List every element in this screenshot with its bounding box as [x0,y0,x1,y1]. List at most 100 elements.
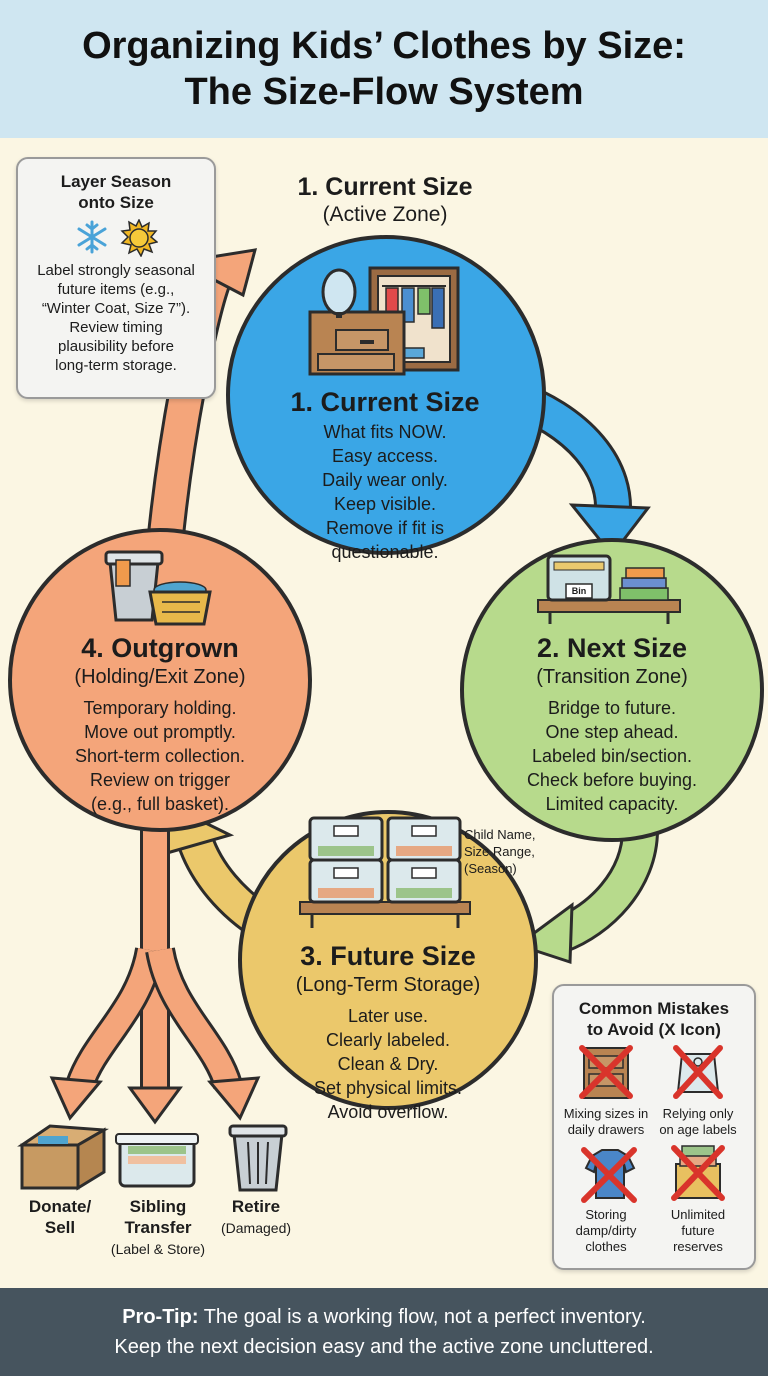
active-zone-heading: 1. Current Size (Active Zone) [260,172,510,228]
labeled-bin-illustration [537,554,681,624]
future-size-subtitle: (Long-Term Storage) [295,974,481,996]
snowflake-icon [77,220,107,254]
season-card-title-line-2: onto Size [78,193,154,212]
mistake-label-line: on age labels [659,1122,737,1137]
storage-bins-illustration [299,816,471,928]
donate-label-line: Sell [44,1218,76,1237]
active-zone-heading-title: 1. Current Size [297,173,473,201]
mistake-label-unlimited-reserves: Unlimited future reserves [648,1207,748,1255]
mistake-label-mixing-sizes: Mixing sizes in daily drawers [556,1106,656,1138]
future-body-line: Clearly labeled. [325,1030,451,1050]
sibling-transfer-label: Sibling Transfer (Label & Store) [100,1196,216,1260]
bin-label: Bin [571,586,587,596]
title-banner: Organizing Kids’ Clothes by Size: The Si… [0,0,768,138]
mistake-label-line: future [681,1223,715,1238]
dresser-wardrobe-illustration [308,266,460,376]
mistake-label-age-labels: Relying only on age labels [648,1106,748,1138]
mistakes-title-line-1: Common Mistakes [578,999,730,1018]
mistake-label-line: Relying only [662,1106,734,1121]
donate-label-line: Donate/ [28,1197,92,1216]
donate-box-icon [17,1124,109,1191]
season-card-title: Layer Season onto Size [18,171,214,213]
pro-tip-text: The goal is a working flow, not a perfec… [198,1306,646,1328]
active-zone-heading-subtitle: (Active Zone) [322,203,448,226]
future-body-line: Avoid overflow. [327,1102,449,1122]
hamper-basket-illustration [104,550,212,626]
mistake-label-line: damp/dirty [575,1223,637,1238]
season-body-line: Label strongly seasonal [37,262,195,279]
current-body-line: Keep visible. [333,494,437,514]
sibling-label-line: Sibling [129,1197,187,1216]
title-line-2: The Size-Flow System [184,71,584,113]
mistake-label-line: Unlimited [670,1207,726,1222]
current-body-line: Easy access. [331,446,439,466]
outgrown-body-line: Temporary holding. [83,698,237,718]
outgrown-body-line: (e.g., full basket). [90,794,230,814]
next-body-line: Labeled bin/section. [531,746,693,766]
next-body-line: Bridge to future. [547,698,677,718]
season-body-line: Review timing [69,319,163,336]
storage-note-line: Child Name, [464,827,536,842]
current-size-text: 1. Current Size What fits NOW. Easy acce… [260,386,510,564]
mistake-label-line: reserves [673,1239,723,1254]
pro-tip-footer: Pro-Tip: The goal is a working flow, not… [0,1288,768,1376]
season-body-line: “Winter Coat, Size 7”). [41,300,191,317]
season-card: Layer Season onto Size Label strongly se… [16,157,216,399]
outgrown-text: 4. Outgrown (Holding/Exit Zone) Temporar… [30,632,290,816]
current-body-line: What fits NOW. [323,422,447,442]
future-body-line: Set physical limits. [313,1078,463,1098]
sibling-bin-icon [115,1133,199,1188]
future-size-text: 3. Future Size (Long-Term Storage) Later… [263,940,513,1124]
shirt-icon [581,1147,637,1203]
next-body-line: Limited capacity. [545,794,679,814]
mistake-label-line: Storing [585,1207,627,1222]
future-size-title: 3. Future Size [300,941,476,971]
season-icons [18,219,214,257]
current-size-circle [226,235,546,555]
mistakes-title: Common Mistakes to Avoid (X Icon) [554,998,754,1040]
outgrown-circle [8,528,312,832]
next-size-circle [460,538,764,842]
trash-can-icon [228,1124,288,1192]
season-body-line: plausibility before [58,338,174,355]
sun-icon [120,219,158,257]
outgrown-subtitle: (Holding/Exit Zone) [74,666,246,688]
mistake-label-line: clothes [585,1239,627,1254]
future-body-line: Clean & Dry. [337,1054,439,1074]
sibling-note: (Label & Store) [110,1241,206,1257]
outgrown-body-line: Review on trigger [89,770,231,790]
mistakes-icons [579,1045,725,1203]
current-size-title: 1. Current Size [290,387,480,417]
storage-note-line: Size Range, [464,844,535,859]
page-title: Organizing Kids’ Clothes by Size: The Si… [82,23,686,115]
season-body-line: long-term storage. [55,357,177,374]
mistake-label-damp-clothes: Storing damp/dirty clothes [556,1207,656,1255]
common-mistakes-card: Common Mistakes to Avoid (X Icon) [552,984,756,1270]
current-body-line: Daily wear only. [322,470,448,490]
current-body-line: Remove if fit is [325,518,445,538]
next-size-subtitle: (Transition Zone) [536,666,688,688]
season-card-title-line-1: Layer Season [60,172,172,191]
mistakes-title-line-2: to Avoid (X Icon) [587,1020,721,1039]
retire-label: Retire (Damaged) [210,1196,302,1239]
mistake-label-line: Mixing sizes in [563,1106,649,1121]
retire-note: (Damaged) [220,1220,292,1236]
exit-arrows [49,810,261,1125]
pro-tip-line-2: Keep the next decision easy and the acti… [114,1336,654,1358]
overflow-bin-icon [671,1145,725,1201]
pro-tip-label: Pro-Tip: [122,1306,199,1328]
title-line-1: Organizing Kids’ Clothes by Size: [82,25,686,67]
tag-icon [673,1045,723,1099]
mistake-label-line: daily drawers [567,1122,645,1137]
arrow-next-to-future [514,828,659,965]
season-body-line: future items (e.g., [57,281,175,298]
outgrown-body-line: Short-term collection. [74,746,246,766]
drawer-icon [579,1045,633,1099]
outgrown-body-line: Move out promptly. [84,722,236,742]
next-body-line: Check before buying. [526,770,698,790]
retire-title: Retire [231,1197,281,1216]
storage-note-line: (Season) [464,861,517,876]
next-size-title: 2. Next Size [536,633,688,663]
outgrown-title: 4. Outgrown [81,633,239,663]
sibling-label-line: Transfer [124,1218,192,1237]
